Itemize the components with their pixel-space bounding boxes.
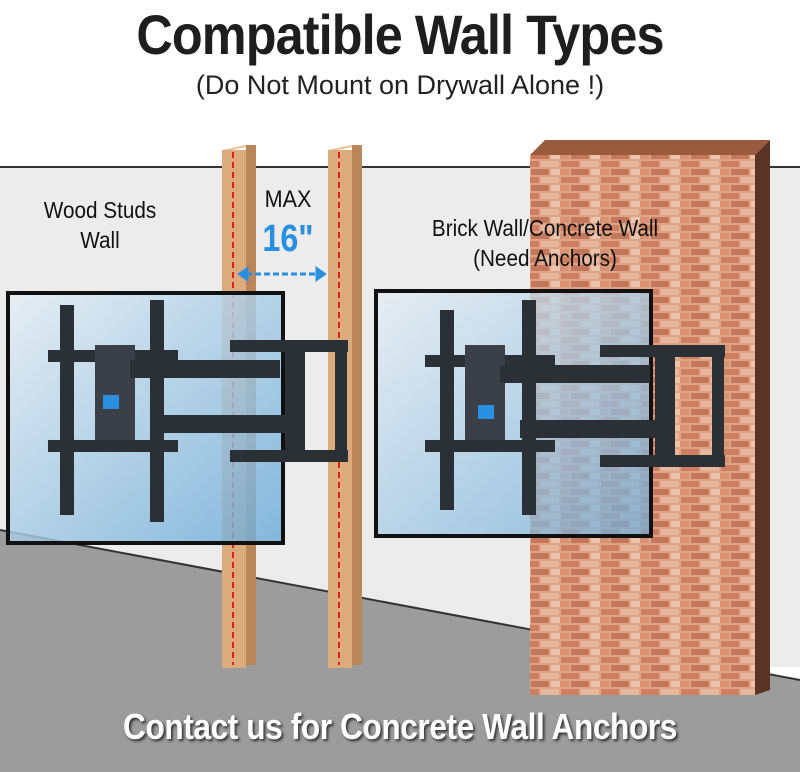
floor — [0, 530, 800, 772]
wood-label-line1: Wood Studs — [43, 197, 157, 223]
brick-label-line1: Brick Wall/Concrete Wall — [431, 215, 659, 241]
wood-label-line2: Wall — [80, 227, 120, 253]
max-label: MAX — [264, 186, 312, 213]
brick-label-line2: (Need Anchors) — [473, 245, 617, 271]
tv-right — [374, 289, 653, 538]
mount-bracket-left — [48, 300, 348, 522]
spacing-arrow-icon — [237, 266, 327, 282]
page-subtitle: (Do Not Mount on Drywall Alone !) — [195, 70, 605, 100]
wood-studs-label: Wood Studs Wall — [28, 195, 172, 255]
page-title: Compatible Wall Types — [136, 3, 664, 66]
brick-wall-label: Brick Wall/Concrete Wall (Need Anchors) — [410, 213, 680, 273]
contact-banner: Contact us for Concrete Wall Anchors — [123, 706, 677, 747]
stud-spacing-value: 16" — [262, 218, 314, 260]
mount-bracket-right — [425, 300, 725, 515]
